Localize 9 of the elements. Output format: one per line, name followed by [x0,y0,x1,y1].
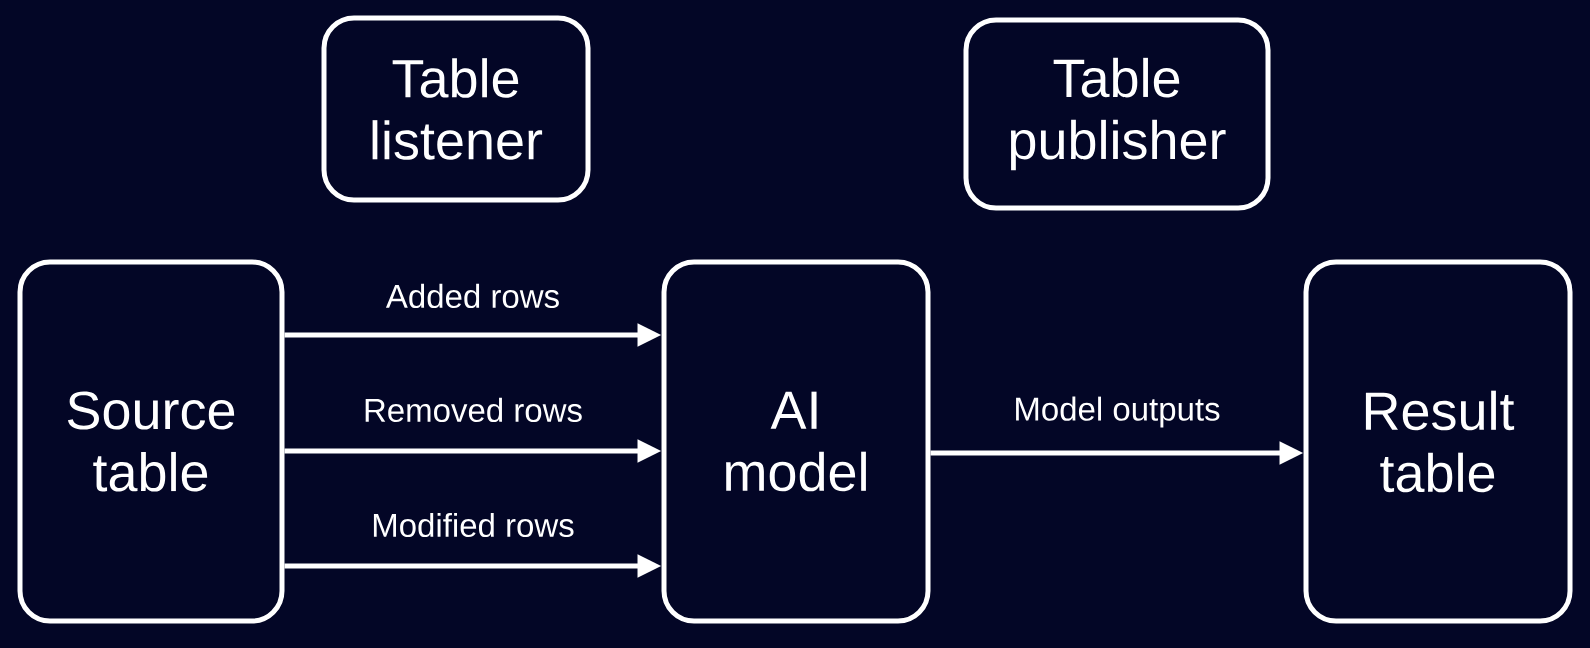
process-box: AI model [661,259,931,624]
process-box: Result table [1303,259,1573,624]
edge-label: Model outputs [1016,396,1220,428]
process-box: Table listener [321,15,591,203]
process-box: Table publisher [963,17,1271,211]
edge-label: Modified rows [373,512,574,538]
edge-label: Removed rows [365,397,582,423]
edge-label: Added rows [385,283,559,309]
process-box: Source table [17,259,285,624]
